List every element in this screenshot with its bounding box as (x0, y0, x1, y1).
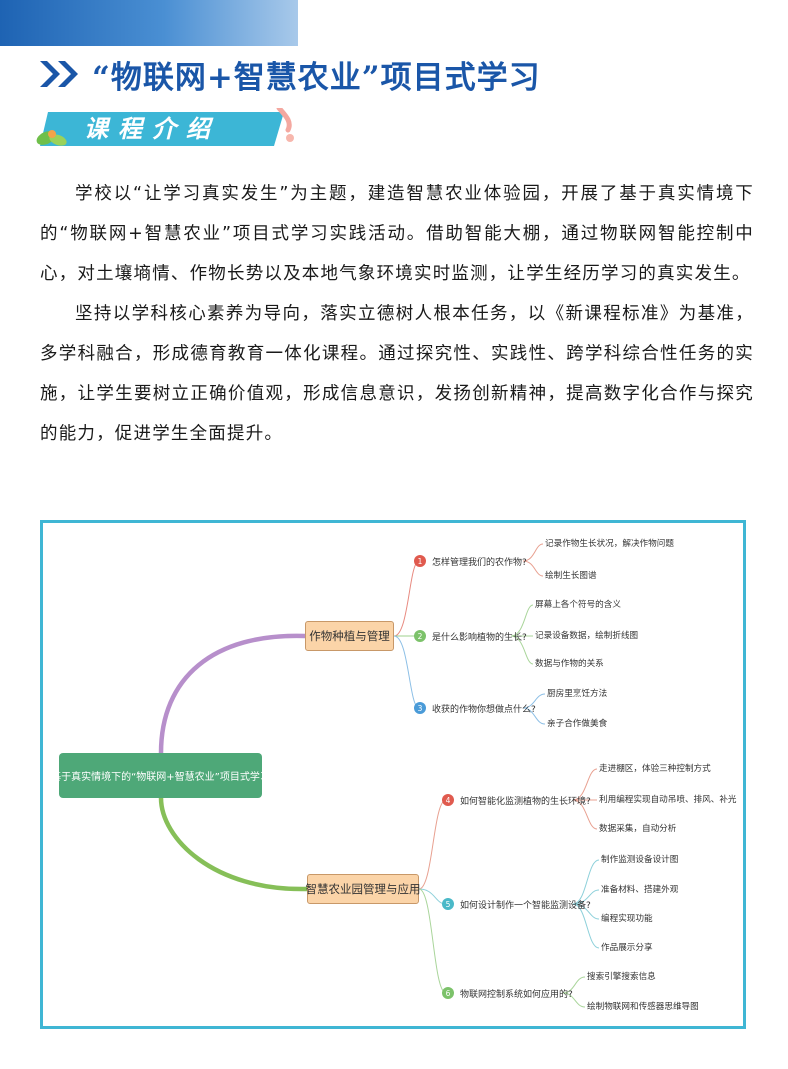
number-badge: 6 (442, 987, 454, 999)
section-ribbon (36, 108, 294, 146)
number-badge: 5 (442, 898, 454, 910)
leaf-item: 走进棚区，体验三种控制方式 (599, 764, 711, 774)
leaf-item: 记录作物生长状况，解决作物问题 (545, 539, 674, 549)
leaf-item: 屏幕上各个符号的含义 (535, 600, 621, 610)
leaf-item: 绘制生长图谱 (545, 571, 597, 581)
section-title: 课程介绍 (84, 114, 220, 143)
question-item: 4 如何智能化监测植物的生长环境? (442, 791, 591, 809)
question-text: 物联网控制系统如何应用的? (460, 989, 573, 1000)
question-item: 1 怎样管理我们的农作物? (414, 552, 527, 570)
page-title: “物联网+智慧农业”项目式学习 (92, 59, 541, 96)
number-badge: 3 (414, 702, 426, 714)
branch-smart-farm: 智慧农业园管理与应用 (306, 874, 421, 904)
question-item: 6 物联网控制系统如何应用的? (442, 984, 573, 1002)
leaf-item: 厨房里烹饪方法 (547, 689, 608, 699)
intro-paragraph: 学校以“让学习真实发生”为主题，建造智慧农业体验园，开展了基于真实情境下的“物联… (40, 184, 754, 284)
number-badge: 4 (442, 794, 454, 806)
leaf-item: 亲子合作做美食 (547, 719, 608, 729)
mind-map-root: 基于真实情境下的“物联网+智慧农业”项目式学习 (51, 753, 270, 798)
question-text: 如何智能化监测植物的生长环境? (460, 796, 591, 807)
leaf-item: 数据采集，自动分析 (599, 824, 677, 834)
leaf-item: 编程实现功能 (601, 914, 653, 924)
double-chevron-icon (40, 61, 78, 87)
leaf-item: 搜索引擎搜索信息 (587, 972, 656, 982)
leaf-item: 记录设备数据，绘制折线图 (535, 631, 639, 641)
leaf-item: 作品展示分享 (601, 943, 653, 953)
leaf-icon (36, 130, 67, 146)
question-text: 收获的作物你想做点什么? (432, 704, 536, 715)
title-row: “物联网+智慧农业”项目式学习 (38, 54, 541, 96)
leaf-item: 利用编程实现自动吊喷、排风、补光 (599, 795, 737, 805)
number-badge: 2 (414, 630, 426, 642)
leaf-item: 制作监测设备设计图 (601, 855, 679, 865)
top-banner-bar (0, 0, 298, 46)
question-item: 3 收获的作物你想做点什么? (414, 699, 536, 717)
intro-paragraph: 坚持以学科核心素养为导向，落实立德树人根本任务，以《新课程标准》为基准，多学科融… (40, 304, 754, 444)
intro-text: 学校以“让学习真实发生”为主题，建造智慧农业体验园，开展了基于真实情境下的“物联… (40, 174, 754, 454)
branch-crop-management: 作物种植与管理 (305, 621, 394, 651)
leaf-item: 准备材料、搭建外观 (601, 885, 679, 895)
leaf-item: 绘制物联网和传感器思维导图 (587, 1002, 699, 1012)
number-badge: 1 (414, 555, 426, 567)
leaf-item: 数据与作物的关系 (535, 659, 604, 669)
mind-map: 基于真实情境下的“物联网+智慧农业”项目式学习 作物种植与管理 智慧农业园管理与… (40, 520, 746, 1029)
mind-map-connectors (158, 543, 600, 1008)
question-text: 如何设计制作一个智能监测设备? (460, 900, 591, 911)
question-item: 5 如何设计制作一个智能监测设备? (442, 895, 591, 913)
question-text: 是什么影响植物的生长? (432, 632, 527, 643)
question-item: 2 是什么影响植物的生长? (414, 627, 527, 645)
question-text: 怎样管理我们的农作物? (432, 557, 527, 568)
